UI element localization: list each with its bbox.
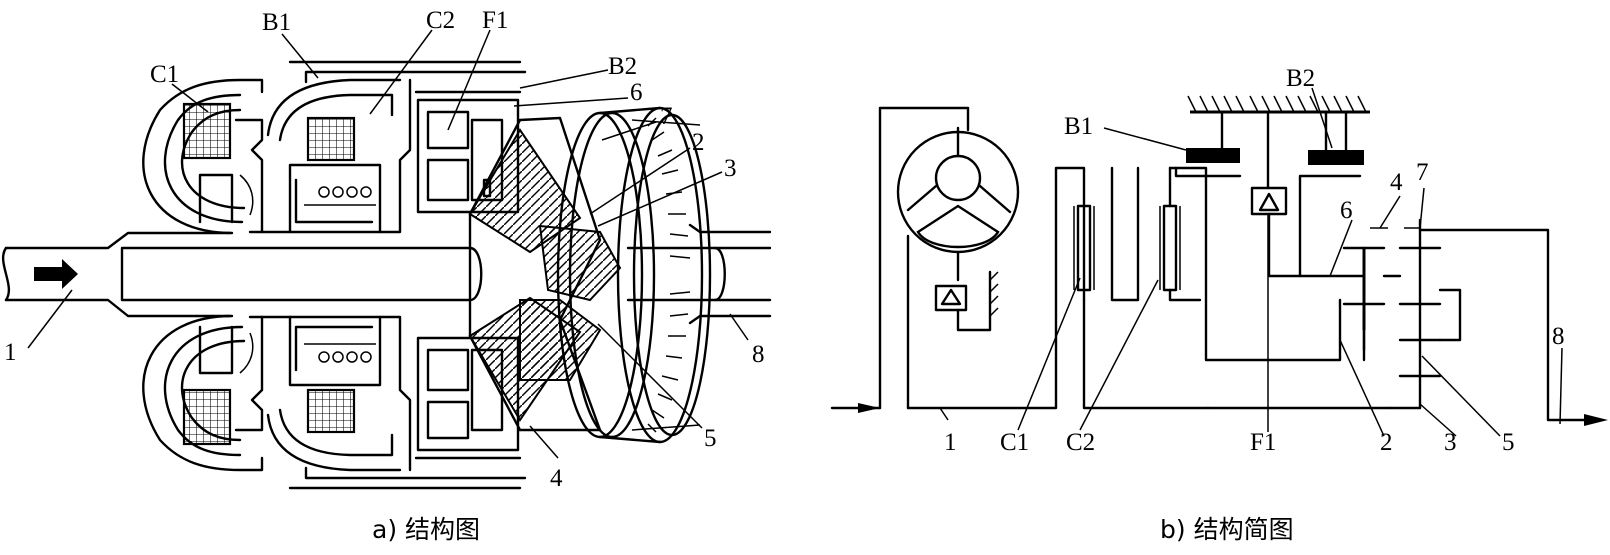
input-arrow bbox=[34, 259, 78, 289]
label-b-2: 2 bbox=[1380, 429, 1393, 456]
clutch-c1-housing bbox=[142, 78, 264, 472]
schematic-pump-symbol bbox=[896, 126, 1020, 332]
label-a-8: 8 bbox=[752, 341, 765, 368]
label-b-4: 4 bbox=[1390, 169, 1403, 196]
schematic-brake-b1 bbox=[1174, 95, 1252, 178]
label-a-7: 7 bbox=[660, 103, 673, 130]
schematic-diagram: B1 B2 4 7 6 8 1 C1 C2 F1 2 3 5 b) 结构简图 bbox=[830, 65, 1608, 544]
planetary-gearset bbox=[468, 116, 622, 432]
label-a-b2: B2 bbox=[608, 53, 637, 80]
label-a-c2: C2 bbox=[426, 7, 455, 34]
label-b-b1: B1 bbox=[1064, 113, 1093, 140]
label-a-2: 2 bbox=[692, 129, 705, 156]
label-b-3: 3 bbox=[1444, 429, 1457, 456]
label-a-c1: C1 bbox=[150, 61, 179, 88]
schematic-brake-b2 bbox=[1249, 95, 1370, 278]
schematic-freewheel-f1 bbox=[1250, 186, 1366, 278]
schematic-output-arrow bbox=[1584, 414, 1608, 426]
brake-b1-band bbox=[288, 60, 527, 490]
label-a-f1: F1 bbox=[482, 7, 508, 34]
label-b-1: 1 bbox=[944, 429, 957, 456]
structure-drawing: 1 C1 B1 C2 F1 B2 6 7 2 3 5 4 8 a) 结构图 bbox=[1, 7, 772, 544]
label-b-c2: C2 bbox=[1066, 429, 1095, 456]
label-a-3: 3 bbox=[724, 155, 737, 182]
label-b-f1: F1 bbox=[1250, 429, 1276, 456]
schematic-clutch-c1 bbox=[1073, 166, 1210, 410]
output-shaft bbox=[626, 223, 772, 325]
label-a-4: 4 bbox=[550, 465, 563, 492]
caption-a: a) 结构图 bbox=[372, 515, 480, 544]
leader-lines-a bbox=[27, 29, 749, 459]
label-b-c1: C1 bbox=[1000, 429, 1029, 456]
label-b-b2: B2 bbox=[1286, 65, 1315, 92]
label-b-6: 6 bbox=[1340, 197, 1353, 224]
label-a-b1: B1 bbox=[262, 9, 291, 36]
label-b-7: 7 bbox=[1416, 159, 1429, 186]
schematic-planetary-set bbox=[1342, 218, 1604, 422]
clutch-c2 bbox=[248, 78, 412, 472]
leader-lines-b bbox=[939, 87, 1563, 437]
label-a-1: 1 bbox=[4, 339, 17, 366]
schematic-input-arrow bbox=[858, 403, 880, 413]
caption-b: b) 结构简图 bbox=[1160, 515, 1294, 544]
label-b-8: 8 bbox=[1552, 323, 1565, 350]
label-a-5: 5 bbox=[704, 425, 717, 452]
ring-gear-drum bbox=[556, 106, 712, 444]
schematic-input-shaft bbox=[830, 106, 1086, 410]
label-a-6: 6 bbox=[630, 79, 643, 106]
label-b-5: 5 bbox=[1502, 429, 1515, 456]
